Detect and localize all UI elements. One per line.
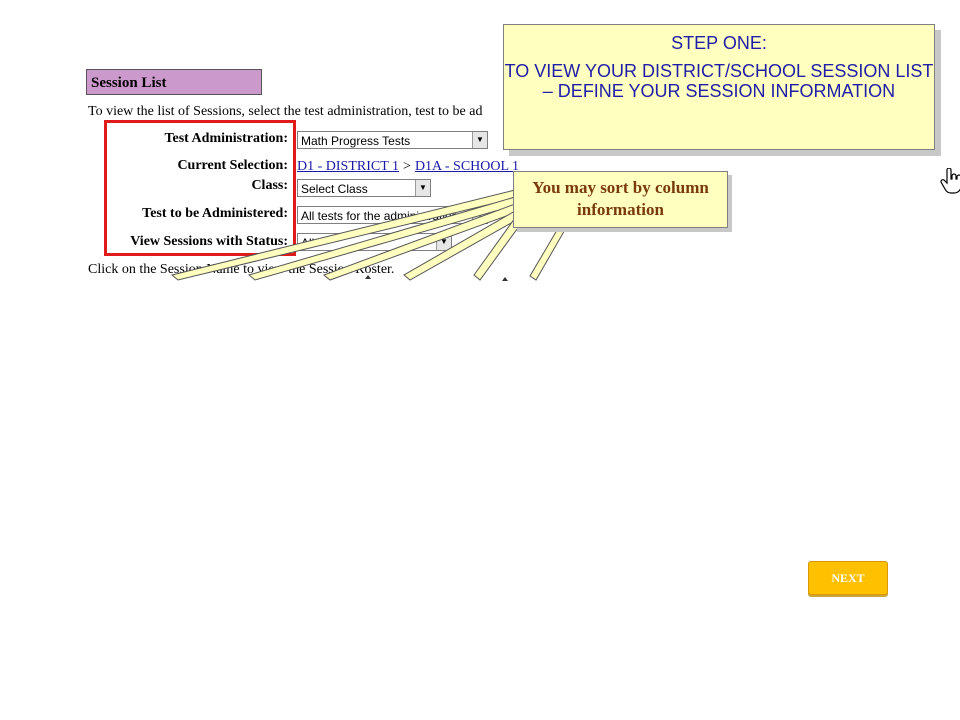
hand-cursor-icon bbox=[940, 168, 960, 194]
current-selection-label: Current Selection: bbox=[177, 158, 288, 173]
district-link[interactable]: D1 - DISTRICT 1 bbox=[297, 159, 400, 174]
step-one-callout: STEP ONE: TO VIEW YOUR DISTRICT/SCHOOL S… bbox=[503, 24, 935, 150]
class-label: Class: bbox=[251, 178, 288, 193]
sort-info-callout: You may sort by column information bbox=[513, 171, 728, 228]
current-selection-breadcrumb: D1 - DISTRICT 1 > D1A - SCHOOL 1 bbox=[297, 157, 519, 175]
next-button[interactable]: NEXT bbox=[808, 561, 888, 595]
test-administration-select[interactable]: Math Progress Tests ▼ bbox=[297, 131, 488, 149]
class-value: Select Class bbox=[301, 182, 368, 196]
breadcrumb-separator: > bbox=[403, 159, 411, 174]
session-roster-instruction: Click on the Session Name to view the Se… bbox=[88, 262, 395, 277]
step-one-body: TO VIEW YOUR DISTRICT/SCHOOL SESSION LIS… bbox=[504, 61, 934, 101]
view-sessions-status-label: View Sessions with Status: bbox=[130, 234, 288, 249]
test-to-be-administered-label: Test to be Administered: bbox=[142, 206, 288, 221]
class-select[interactable]: Select Class ▼ bbox=[297, 179, 431, 197]
test-administration-value: Math Progress Tests bbox=[301, 134, 411, 148]
session-list-intro: To view the list of Sessions, select the… bbox=[88, 104, 483, 119]
session-list-title: Session List bbox=[86, 69, 262, 95]
school-link[interactable]: D1A - SCHOOL 1 bbox=[414, 159, 520, 174]
step-one-title: STEP ONE: bbox=[671, 33, 767, 53]
highlight-box bbox=[104, 120, 296, 256]
chevron-down-icon[interactable]: ▼ bbox=[472, 132, 487, 148]
chevron-down-icon[interactable]: ▼ bbox=[415, 180, 430, 196]
test-administration-label: Test Administration: bbox=[164, 131, 288, 146]
